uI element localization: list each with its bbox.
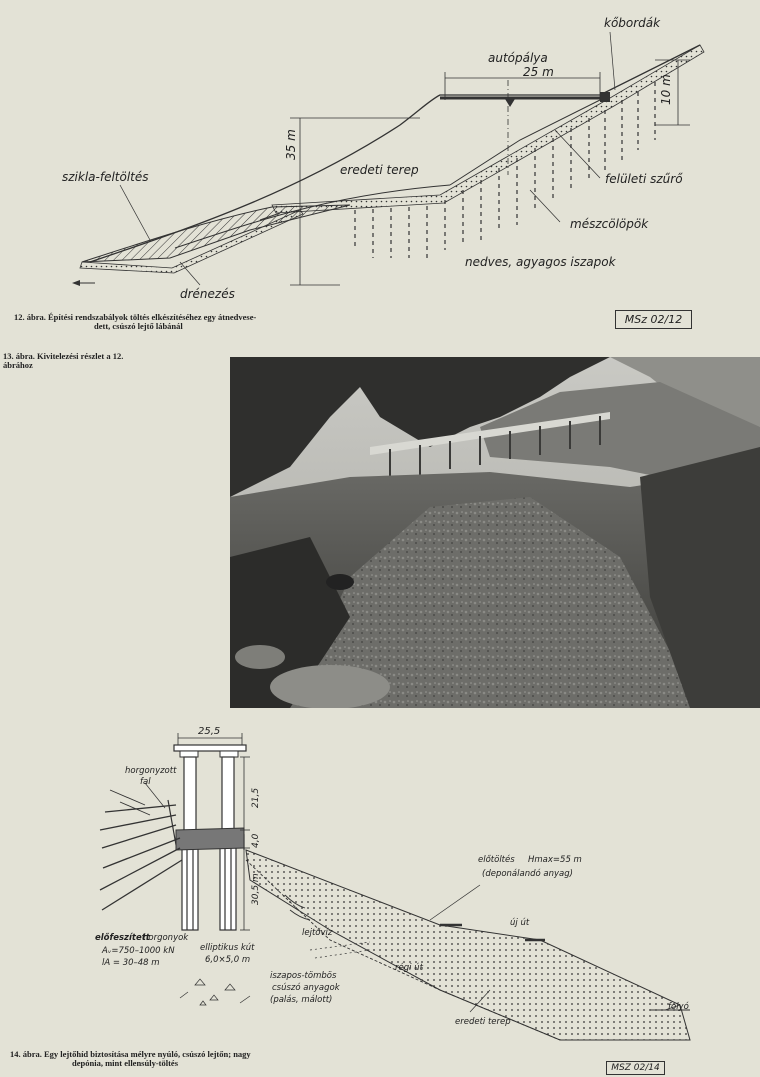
label-25m: 25 m — [523, 65, 554, 79]
figure13-caption-line2: ábrához — [3, 360, 33, 370]
original-terrain-line — [245, 859, 561, 1041]
counterweight-fill — [245, 849, 691, 1041]
figure13-caption: 13. ábra. Kivitelezési részlet a 12. ábr… — [3, 352, 123, 370]
figure13-caption-line1: 13. ábra. Kivitelezési részlet a 12. — [3, 351, 124, 361]
roads — [440, 923, 545, 942]
label-horgonyok: horgonyok — [143, 933, 189, 943]
drainage-layer — [79, 209, 304, 274]
label-fal: fal — [140, 777, 151, 787]
dimension-10m — [655, 59, 690, 126]
motorway-deck — [440, 80, 610, 175]
label-uj-ut: új út — [510, 918, 530, 928]
label-kut-size: 6,0×5,0 m — [205, 955, 250, 965]
anchored-wall — [167, 799, 245, 850]
label-elofeszitett: előfeszített — [95, 933, 151, 943]
dimension-25m — [444, 72, 601, 100]
label-autopalya: autópálya — [488, 51, 548, 65]
figure14-caption: 14. ábra. Egy lejtőhíd biztosítása mélyr… — [10, 1050, 251, 1068]
bridge-deck — [173, 733, 247, 758]
label-305: 30,5 m — [251, 873, 261, 905]
pier-dimensions — [240, 756, 250, 931]
label-40: 4,0 — [251, 833, 261, 848]
figure12-caption-line2: dett, csúszó lejtő lábánál — [94, 321, 183, 331]
rubble-symbols — [179, 941, 371, 1006]
label-feluleti-szuro: felületi szűrő — [605, 172, 683, 186]
figure12-diagram: autópálya 25 m kőbordák 10 m 35 m eredet… — [62, 16, 705, 301]
figure12-caption-line1: 12. ábra. Építési rendszabályok töltés e… — [14, 312, 257, 322]
figure14-caption-line2: depónia, mint ellensúly-töltés — [72, 1058, 179, 1068]
construction-photo — [230, 357, 760, 708]
figure14-caption-line1: 14. ábra. Egy lejtőhíd biztosítása mélyr… — [10, 1049, 251, 1059]
label-horgonyzott: horgonyzott — [125, 766, 177, 776]
label-iszapos-2: csúszó anyagok — [272, 982, 341, 993]
label-deponalando: (deponálandó anyag) — [482, 868, 573, 879]
label-elliptikus-kut: elliptikus kút — [200, 943, 255, 953]
figure14-code: MSZ 02/14 — [606, 1061, 665, 1075]
label-meszcolopok: mészcölöpök — [570, 217, 649, 231]
figure12-caption: 12. ábra. Építési rendszabályok töltés e… — [14, 313, 256, 331]
construction-photo-image — [230, 357, 760, 708]
label-lejtoviz: lejtővíz — [302, 928, 333, 938]
figure12-code: MSz 02/12 — [615, 310, 692, 329]
label-eredeti-terep-14: eredeti terep — [455, 1017, 511, 1027]
label-255: 25,5 — [198, 726, 220, 737]
label-drenezes: drénezés — [180, 287, 235, 301]
dimension-35m — [290, 117, 420, 286]
label-anchor-length: lA = 30–48 m — [102, 958, 160, 968]
label-regi-ut: régi út — [395, 962, 424, 973]
label-10m: 10 m — [659, 74, 673, 105]
label-iszapos-1: iszapos-tömbös — [270, 971, 337, 981]
bridge-piers — [180, 756, 238, 931]
lime-piles — [354, 82, 656, 258]
label-eloltoltes: előtöltés — [478, 854, 515, 865]
label-koburkolat: kőbordák — [604, 16, 661, 30]
label-iszapos-3: (palás, málott) — [270, 995, 332, 1005]
label-35m: 35 m — [284, 129, 298, 160]
label-eredeti-terep: eredeti terep — [340, 163, 419, 177]
label-nedves-agyagos-iszapok: nedves, agyagos iszapok — [465, 255, 617, 269]
label-hmax: Hmax=55 m — [528, 855, 582, 865]
label-anchor-force: Aᵥ=750–1000 kN — [101, 946, 175, 956]
label-szikla-feltoltes: szikla-feltöltés — [62, 170, 149, 184]
label-215: 21,5 — [251, 788, 261, 808]
label-folyo: folyó — [668, 1001, 689, 1012]
prestressed-anchors — [99, 804, 183, 911]
surface-filter-layer — [271, 44, 705, 214]
